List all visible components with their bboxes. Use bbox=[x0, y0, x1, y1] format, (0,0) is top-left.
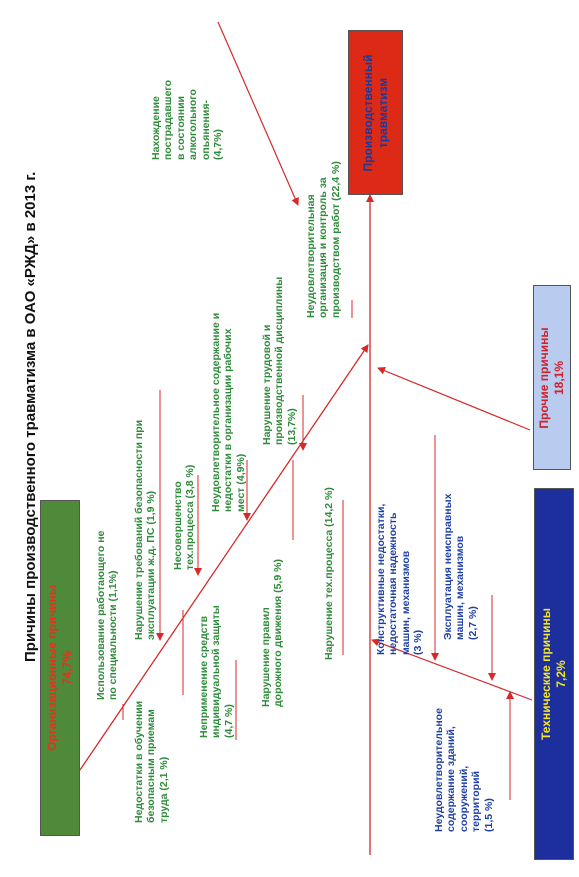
cause-process-violation: Нарушение тех.процесса (14,2 %) bbox=[323, 487, 335, 660]
org-causes-label: Организационные причины 74,7% bbox=[45, 584, 74, 752]
cause-rolling-stock: Нарушение требований безопасности при эк… bbox=[133, 419, 158, 640]
cause-design-flaws: Конструктивные недостатки, недостаточная… bbox=[375, 503, 425, 655]
cause-wrong-specialty: Использование работающего не по специаль… bbox=[95, 530, 120, 700]
other-causes-label: Прочие причины 18,1% bbox=[537, 326, 566, 429]
tech-causes-box: Технические причины 7,2% bbox=[534, 488, 574, 860]
tech-branch-arrow bbox=[371, 638, 533, 701]
org-causes-box: Организационные причины 74,7% bbox=[40, 500, 80, 836]
result-box: Производственный травматизм bbox=[348, 30, 403, 195]
cause-faulty-machines: Эксплуатация неисправных машин, механизм… bbox=[442, 493, 479, 640]
org-branch-arrow bbox=[79, 344, 369, 771]
cause-discipline: Нарушение трудовой и производственной ди… bbox=[261, 276, 298, 445]
alcohol-arrow bbox=[217, 21, 299, 206]
page-title: Причины производственного травматизма в … bbox=[22, 171, 39, 662]
other-causes-box: Прочие причины 18,1% bbox=[533, 285, 571, 470]
cause-imperfect-process: Несовершенство тех.процесса (3,8 %) bbox=[172, 464, 197, 570]
cause-buildings: Неудовлетворительное содержание зданий, … bbox=[433, 708, 495, 832]
result-label: Производственный травматизм bbox=[360, 53, 390, 172]
cause-org-control: Неудовлетворительная организация и контр… bbox=[305, 161, 342, 318]
cause-traffic: Нарушение правил дорожного движения (5,9… bbox=[260, 559, 285, 707]
cause-training: Недостатки в обучении безопасным приемам… bbox=[133, 700, 170, 823]
tech-causes-label: Технические причины 7,2% bbox=[539, 608, 568, 740]
cause-workplace: Неудовлетворительное содержание и недост… bbox=[210, 312, 247, 512]
other-branch-arrow bbox=[377, 366, 531, 431]
cause-alcohol: Нахождение пострадавшего в состоянии алк… bbox=[150, 79, 224, 160]
cause-ppe: Неприменение средств индивидуальной защи… bbox=[198, 605, 235, 738]
